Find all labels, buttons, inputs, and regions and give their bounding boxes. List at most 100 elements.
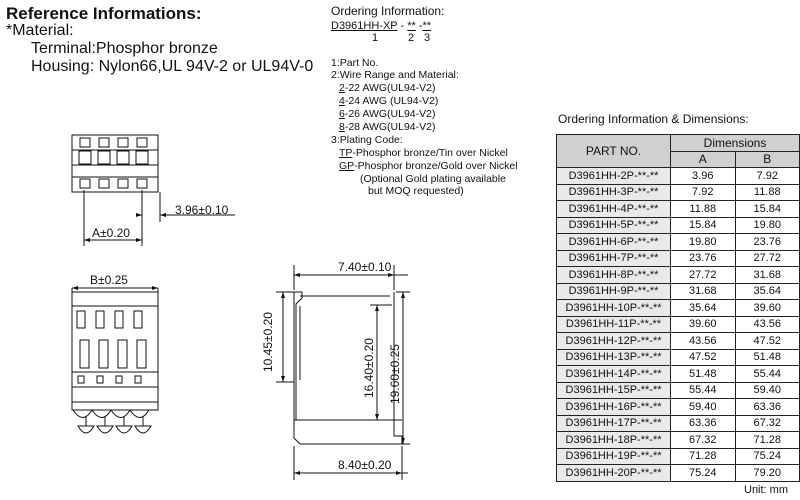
cell-b: 51.48 [734, 348, 800, 366]
cell-b: 15.84 [734, 200, 800, 218]
col-dimensions: Dimensions [670, 134, 800, 152]
ordering-title: Ordering Information: [331, 4, 445, 18]
cell-a: 11.88 [670, 200, 736, 218]
cell-part: D3961HH-2P-**-** [555, 167, 672, 185]
cell-a: 75.24 [670, 464, 736, 482]
note-wire-2: 2-22 AWG(UL94-V2) [339, 82, 436, 94]
cell-a: 67.32 [670, 431, 736, 449]
cell-a: 39.60 [670, 315, 736, 333]
cell-b: 59.40 [734, 381, 800, 399]
dim-h3: 19.60±0.25 [388, 344, 402, 404]
dim-pitch: 3.96±0.10 [175, 203, 229, 217]
dimensions-table: PART NO. Dimensions A B D3961HH-2P-**-**… [555, 134, 800, 482]
cell-b: 11.88 [734, 183, 800, 201]
col-b: B [734, 150, 800, 168]
table-caption: Ordering Information & Dimensions: [558, 112, 749, 126]
cell-a: 7.92 [670, 183, 736, 201]
note-wire-8: 8-28 AWG(UL94-V2) [339, 121, 436, 133]
dim-h1: 10.45±0.20 [261, 312, 275, 372]
cell-a: 3.96 [670, 167, 736, 185]
cell-part: D3961HH-18P-**-** [555, 431, 672, 449]
cell-a: 63.36 [670, 414, 736, 432]
cell-b: 39.60 [734, 299, 800, 317]
cell-a: 43.56 [670, 332, 736, 350]
cell-a: 19.80 [670, 233, 736, 251]
code-index-3: 3 [424, 32, 431, 44]
note-part-no: 1:Part No. [331, 57, 379, 69]
cell-b: 7.92 [734, 167, 800, 185]
note-optional-2: but MOQ requested) [368, 185, 464, 197]
cell-part: D3961HH-20P-**-** [555, 464, 672, 482]
dim-b: B±0.25 [90, 273, 128, 287]
note-wire-6: 6-26 AWG(UL94-V2) [339, 108, 436, 120]
note-wire-heading: 2:Wire Range and Material: [331, 69, 459, 81]
note-optional-1: (Optional Gold plating available [360, 173, 506, 185]
cell-b: 35.64 [734, 282, 800, 300]
cell-part: D3961HH-13P-**-** [555, 348, 672, 366]
code-part-2: ** [407, 20, 416, 32]
code-base: D3961HH-XP [331, 20, 398, 32]
front-view [71, 287, 159, 434]
note-wire-4: 4-24 AWG (UL94-V2) [339, 95, 439, 107]
cell-a: 59.40 [670, 398, 736, 416]
material-heading: *Material: [6, 22, 74, 39]
cell-part: D3961HH-7P-**-** [555, 249, 672, 267]
cell-b: 47.52 [734, 332, 800, 350]
note-plating-gp: GP-Phosphor bronze/Gold over Nickel [339, 160, 518, 172]
cell-part: D3961HH-11P-**-** [555, 315, 672, 333]
code-dash-1: - [397, 20, 408, 32]
cell-part: D3961HH-14P-**-** [555, 365, 672, 383]
code-part-3: ** [422, 20, 432, 32]
col-part-no: PART NO. [555, 134, 672, 168]
cell-b: 27.72 [734, 249, 800, 267]
note-plating-heading: 3:Plating Code: [331, 134, 403, 146]
dim-a: A±0.20 [92, 226, 130, 240]
material-housing: Housing: Nylon66,UL 94V-2 or UL94V-0 [31, 58, 314, 75]
material-terminal: Terminal:Phosphor bronze [31, 40, 218, 57]
cell-part: D3961HH-3P-**-** [555, 183, 672, 201]
cell-b: 63.36 [734, 398, 800, 416]
unit-label: Unit: mm [744, 484, 788, 496]
cell-a: 35.64 [670, 299, 736, 317]
col-a: A [670, 150, 736, 168]
cell-part: D3961HH-6P-**-** [555, 233, 672, 251]
dim-h2: 16.40±0.20 [362, 338, 376, 398]
cell-b: 79.20 [734, 464, 800, 482]
cell-part: D3961HH-10P-**-** [555, 299, 672, 317]
code-index-1: 1 [372, 32, 379, 44]
cell-a: 27.72 [670, 266, 736, 284]
cell-b: 19.80 [734, 216, 800, 234]
dim-width-bottom: 8.40±0.20 [338, 458, 392, 472]
cell-b: 67.32 [734, 414, 800, 432]
cell-part: D3961HH-15P-**-** [555, 381, 672, 399]
cell-b: 31.68 [734, 266, 800, 284]
cell-b: 55.44 [734, 365, 800, 383]
cell-part: D3961HH-5P-**-** [555, 216, 672, 234]
cell-b: 23.76 [734, 233, 800, 251]
cell-part: D3961HH-19P-**-** [555, 447, 672, 465]
top-view [71, 134, 235, 246]
note-plating-tp: TP-Phosphor bronze/Tin over Nickel [339, 147, 508, 159]
cell-part: D3961HH-17P-**-** [555, 414, 672, 432]
code-dash-2: - [415, 20, 423, 32]
ordering-code: D3961HH-XP - ** -** [331, 20, 431, 32]
cell-part: D3961HH-12P-**-** [555, 332, 672, 350]
